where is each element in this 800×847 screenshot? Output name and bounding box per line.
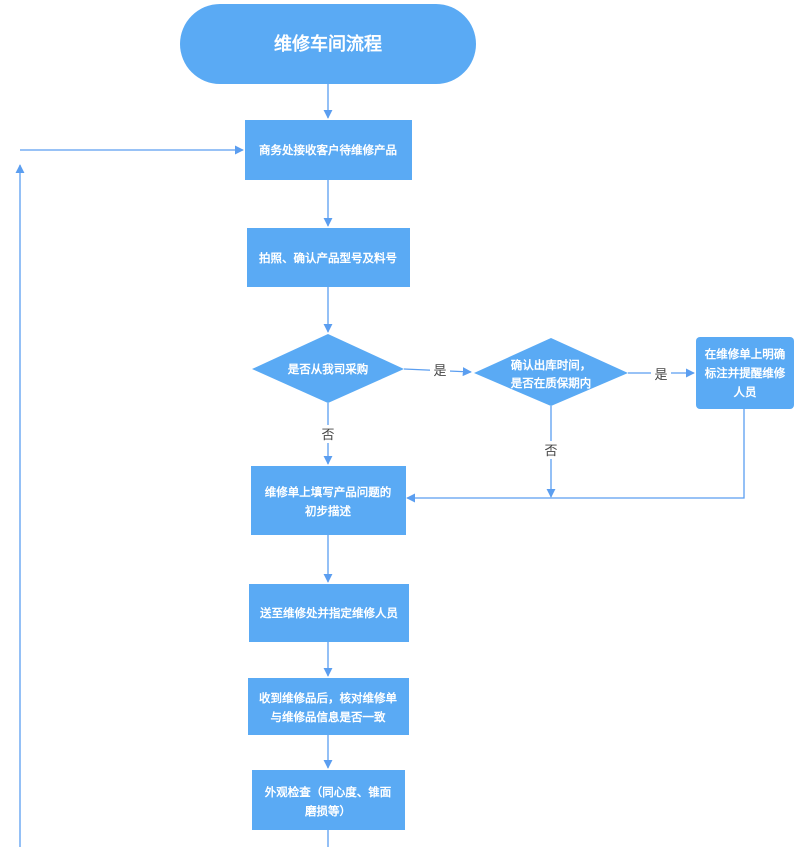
warranty-text-line2: 是否在质保期内	[510, 376, 592, 390]
photo-text: 拍照、确认产品型号及料号	[259, 251, 397, 265]
node-receive: 商务处接收客户待维修产品	[245, 120, 412, 180]
edge-labels: 是 否 是 否	[318, 361, 671, 459]
verify-text-line2: 与维修品信息是否一致	[271, 710, 386, 724]
purchase-text: 是否从我司采购	[287, 362, 369, 376]
label-purchase-no: 否	[321, 428, 334, 443]
receive-text: 商务处接收客户待维修产品	[259, 143, 397, 157]
node-note: 在维修单上明确 标注并提醒维修 人员	[696, 337, 794, 409]
describe-text-line2: 初步描述	[305, 504, 351, 518]
note-text-line1: 在维修单上明确	[705, 347, 786, 361]
label-warranty-no: 否	[544, 444, 557, 459]
node-purchase-decision: 是否从我司采购	[252, 334, 404, 403]
node-inspect: 外观检查（同心度、锥面 磨损等）	[252, 770, 405, 830]
describe-text-line1: 维修单上填写产品问题的	[265, 485, 392, 499]
verify-text-line1: 收到维修品后，核对维修单	[259, 691, 397, 705]
node-title: 维修车间流程	[180, 4, 476, 84]
label-purchase-yes: 是	[433, 364, 446, 379]
assign-text: 送至维修处并指定维修人员	[259, 606, 398, 620]
node-photo: 拍照、确认产品型号及料号	[247, 228, 410, 287]
node-assign: 送至维修处并指定维修人员	[249, 584, 409, 642]
warranty-text-line1: 确认出库时间，	[511, 358, 592, 372]
note-text-line2: 标注并提醒维修	[704, 366, 786, 380]
node-warranty-decision: 确认出库时间， 是否在质保期内	[474, 338, 628, 406]
edge-note-to-describe	[406, 409, 745, 503]
inspect-text-line1: 外观检查（同心度、锥面	[264, 785, 392, 799]
title-text: 维修车间流程	[274, 33, 382, 55]
node-describe: 维修单上填写产品问题的 初步描述	[251, 466, 406, 535]
note-text-line3: 人员	[734, 385, 757, 399]
label-warranty-yes: 是	[654, 368, 667, 383]
node-verify: 收到维修品后，核对维修单 与维修品信息是否一致	[248, 678, 409, 735]
connectors	[15, 84, 745, 847]
inspect-text-line2: 磨损等）	[304, 804, 351, 818]
